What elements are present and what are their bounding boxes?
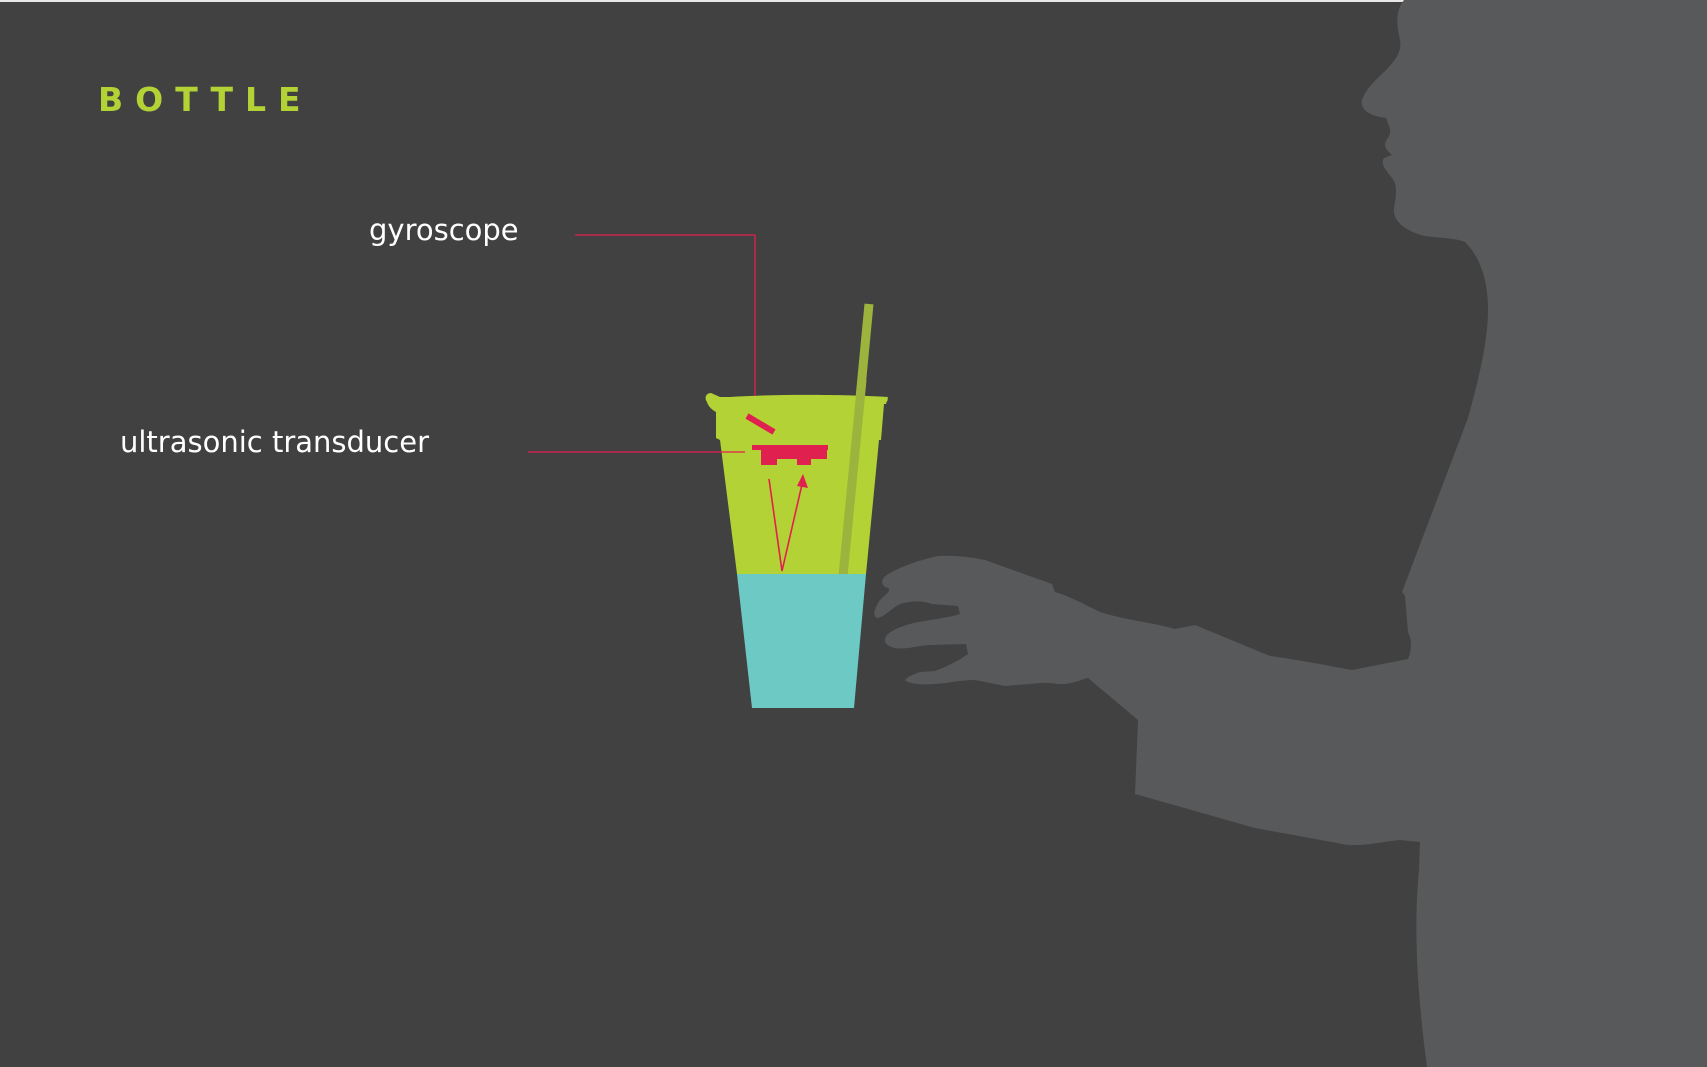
liquid — [737, 574, 866, 708]
cup-lid — [716, 394, 888, 404]
gyroscope-label: gyroscope — [369, 213, 519, 247]
top-edge-line — [0, 0, 1404, 2]
signal-arrowhead — [797, 474, 808, 488]
person-silhouette — [874, 0, 1707, 1067]
gyroscope-leader-line — [575, 234, 756, 396]
ultrasonic-transducer-label: ultrasonic transducer — [120, 425, 430, 459]
page-title: BOTTLE — [98, 80, 313, 119]
cup-body — [705, 393, 888, 574]
gyroscope-sensor — [745, 413, 776, 435]
ultrasonic-signal — [768, 478, 804, 572]
ultrasonic-transducer — [752, 445, 828, 465]
straw-overlay — [838, 379, 867, 577]
